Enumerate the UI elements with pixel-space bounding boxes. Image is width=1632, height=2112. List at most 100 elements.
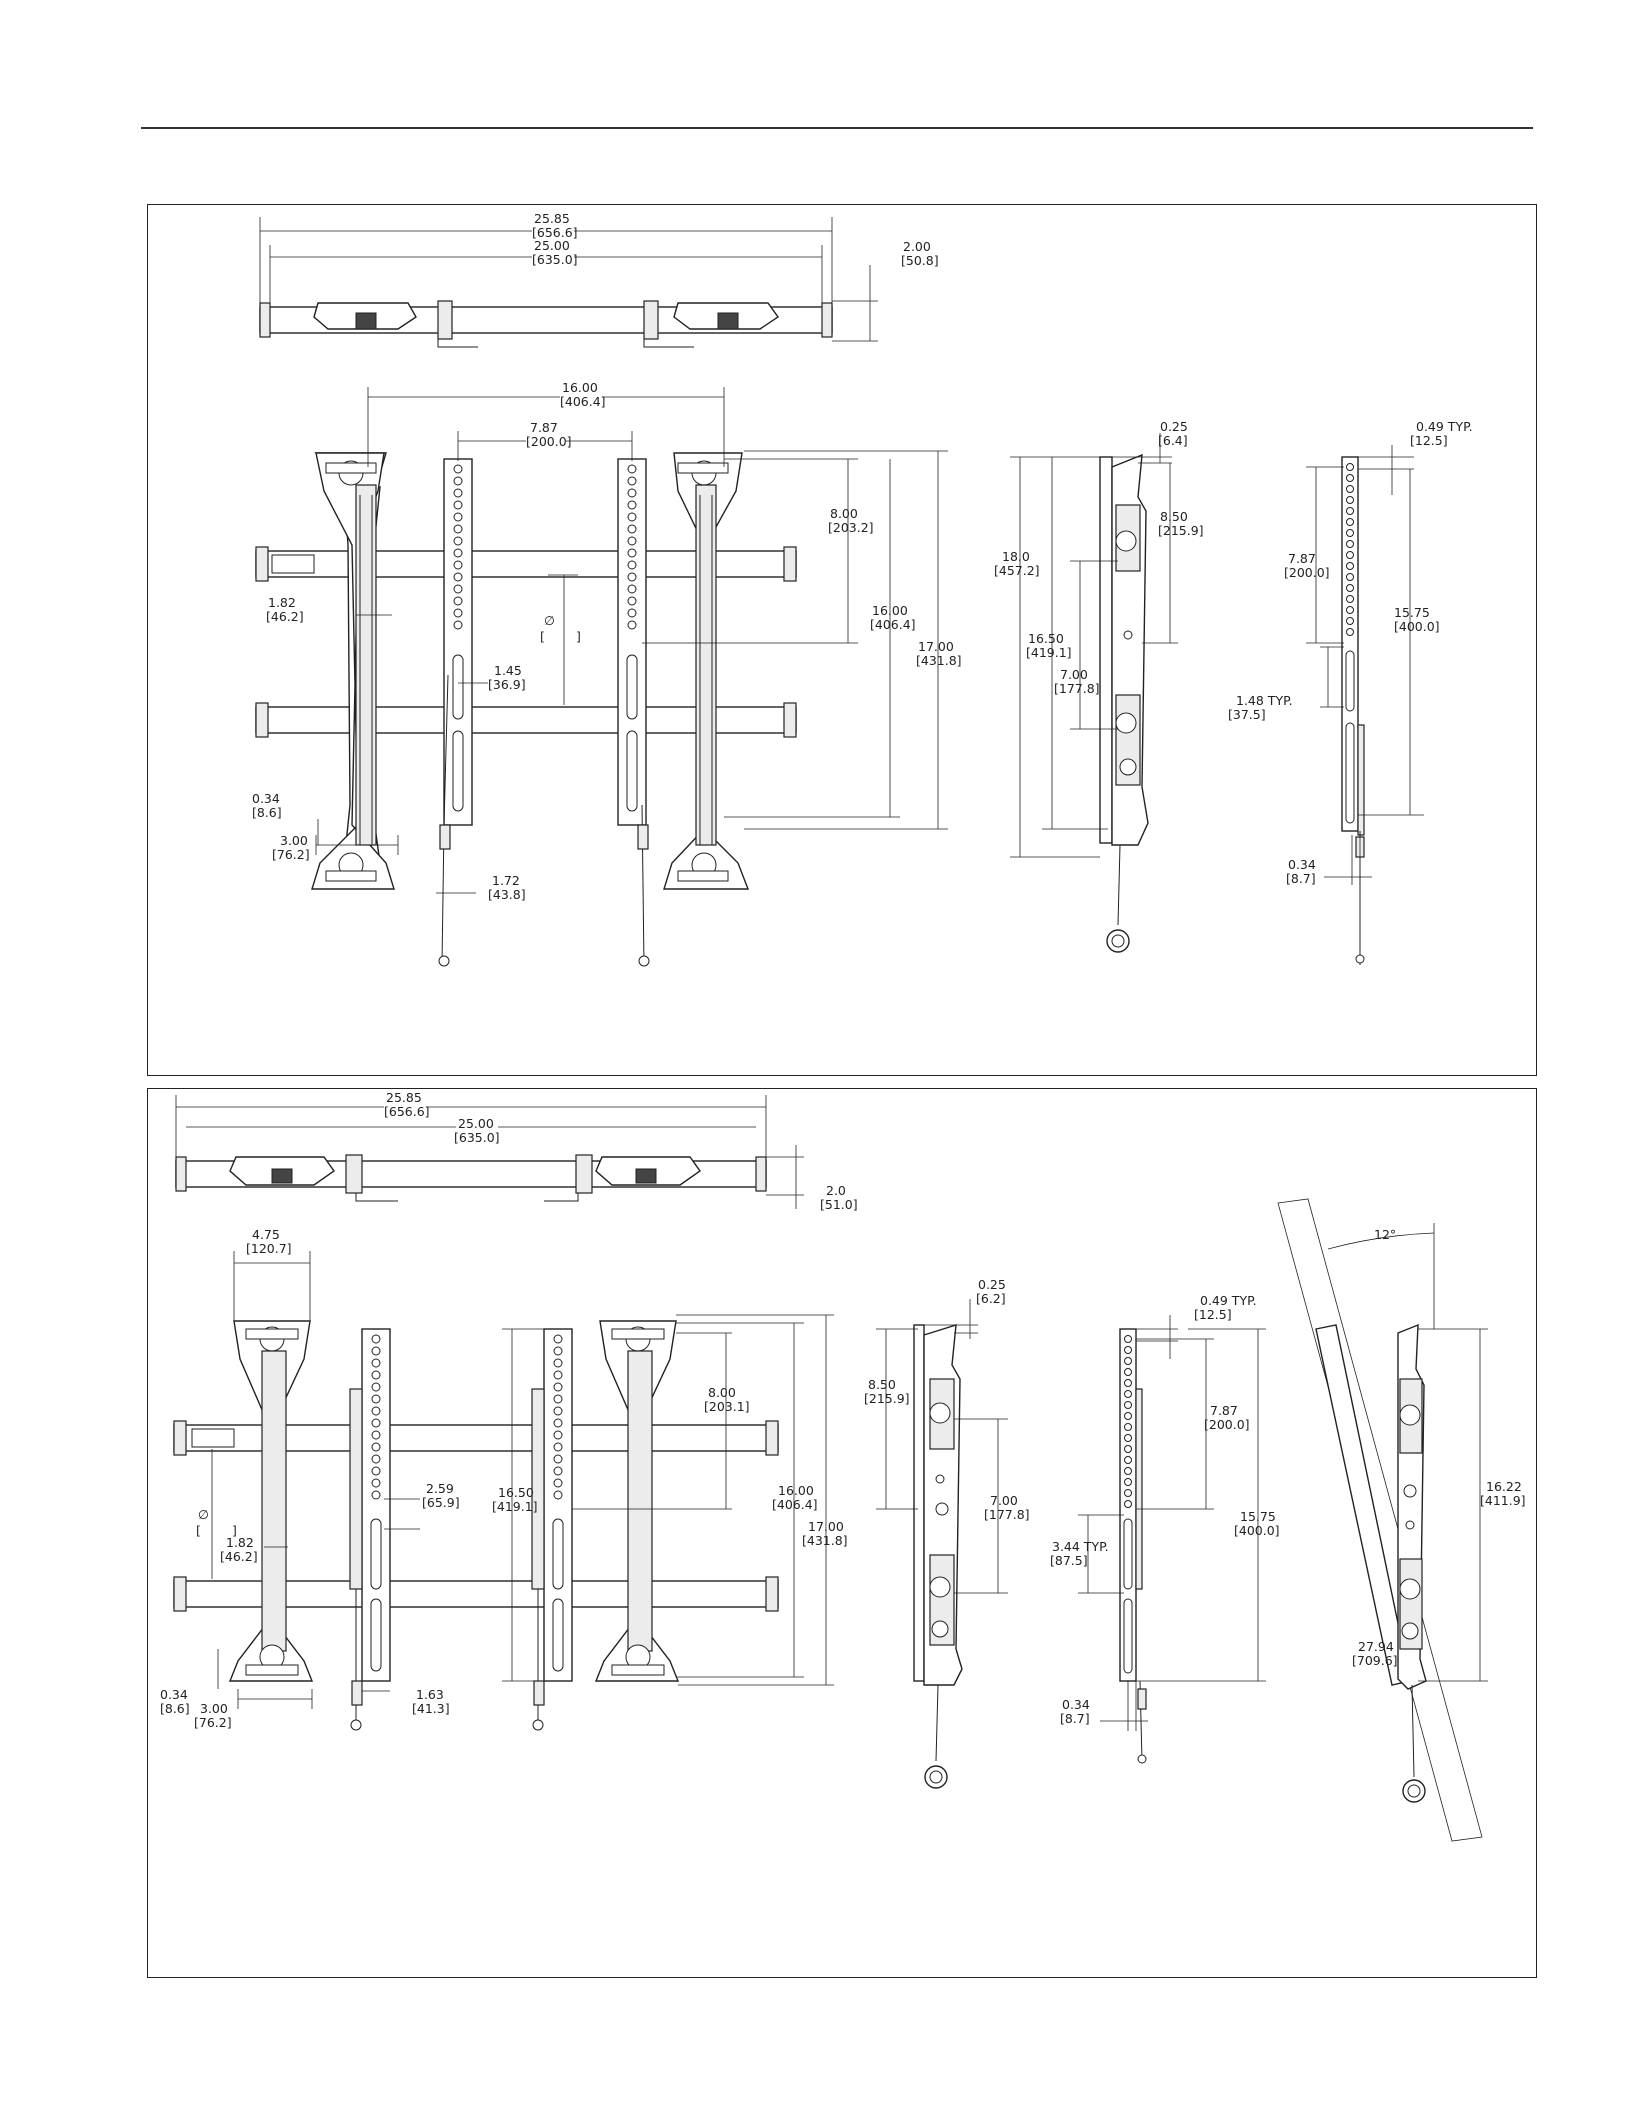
dim-overall-width-mm: [656.6] <box>532 225 578 240</box>
top-side-dims: 0.25 [6.4] 8.50 [215.9] 18.0 [457.2] 16.… <box>994 419 1204 858</box>
dim-col-top: 0.49 TYP. <box>1416 419 1473 434</box>
dim-side-lower: 7.00 <box>990 1493 1018 1508</box>
dim-side-mid: 16.50 <box>1028 631 1064 646</box>
dim-col-depth: 0.34 <box>1062 1697 1090 1712</box>
dim-col-slot-mm: [37.5] <box>1228 707 1266 722</box>
dim-tilt-height: 16.22 <box>1486 1479 1522 1494</box>
dim-depth: 2.00 <box>903 239 931 254</box>
bottom-side-dims: 0.25 [6.2] 8.50 [215.9] 7.00 [177.8] <box>864 1277 1030 1594</box>
dim-col-height: 15.75 <box>1240 1509 1276 1524</box>
bottom-front-view <box>173 1320 779 1731</box>
dim-tilt-height-mm: [411.9] <box>1480 1493 1526 1508</box>
bottom-tilt-view <box>1277 1198 1483 1842</box>
dim-foot-width-mm: [76.2] <box>272 847 310 862</box>
dim-half-height: 8.00 <box>708 1385 736 1400</box>
dia-bracket-open: [ <box>540 629 545 644</box>
dim-full-height-mm: [431.8] <box>916 653 962 668</box>
bottom-column-view <box>1119 1328 1147 1764</box>
dia-bracket-close: ] <box>232 1523 237 1538</box>
dim-column-height: 16.50 <box>498 1485 534 1500</box>
dim-hole: 1.45 <box>494 663 522 678</box>
dim-col-slot-mm: [87.5] <box>1050 1553 1088 1568</box>
dim-side-total: 18.0 <box>1002 549 1030 564</box>
dim-col-top-mm: [12.5] <box>1194 1307 1232 1322</box>
dim-tilt-angle: 12° <box>1374 1227 1396 1242</box>
dim-foot-width-mm: [76.2] <box>194 1715 232 1730</box>
dim-side-upper: 8.50 <box>868 1377 896 1392</box>
dim-side-total-mm: [457.2] <box>994 563 1040 578</box>
dim-bracket-spacing: 16.00 <box>562 380 598 395</box>
dim-foot-offset: 0.34 <box>252 791 280 806</box>
dim-mid-height-mm: [406.4] <box>772 1497 818 1512</box>
bottom-column-dims: 0.49 TYP. [12.5] 7.87 [200.0] 15.75 [400… <box>1050 1293 1280 1731</box>
dim-rail-width-mm: [635.0] <box>532 252 578 267</box>
dia-symbol: ∅ <box>198 1507 209 1522</box>
dim-foot-offset-mm: [8.6] <box>160 1701 190 1716</box>
dim-half-height-mm: [203.1] <box>704 1399 750 1414</box>
dim-rail-width: 25.00 <box>534 238 570 253</box>
bottom-drawing-panel: 25.85 [656.6] 25.00 [635.0] 2.0 [51.0] <box>147 1088 1537 1978</box>
dim-col-slot: 1.48 TYP. <box>1236 693 1293 708</box>
dim-full-height: 17.00 <box>918 639 954 654</box>
dim-slot-mm: [65.9] <box>422 1495 460 1510</box>
top-drawing: 25.85 [656.6] 25.00 [635.0] 2.00 [50.8] <box>252 211 1473 967</box>
dim-column-width: 1.72 <box>492 873 520 888</box>
bottom-plan-dims: 25.85 [656.6] 25.00 [635.0] 2.0 [51.0] <box>175 1090 858 1212</box>
bottom-plan-view <box>175 1154 767 1202</box>
dim-arm-width: 1.82 <box>226 1535 254 1550</box>
dim-col-height: 15.75 <box>1394 605 1430 620</box>
dim-side-lower-mm: [177.8] <box>984 1507 1030 1522</box>
dim-side-lower-mm: [177.8] <box>1054 681 1100 696</box>
dim-col-height-mm: [400.0] <box>1394 619 1440 634</box>
dia-symbol: ∅ <box>544 613 555 628</box>
dim-col-spacing: 7.87 <box>1288 551 1316 566</box>
dim-depth-mm: [51.0] <box>820 1197 858 1212</box>
bottom-tilt-dims: 12° 16.22 [411.9] 27.94 [709.6] <box>1327 1223 1526 1682</box>
dim-col-spacing-mm: [200.0] <box>1284 565 1330 580</box>
dim-half-height: 8.00 <box>830 506 858 521</box>
dim-hole-mm: [36.9] <box>488 677 526 692</box>
bottom-drawing: 25.85 [656.6] 25.00 [635.0] 2.0 [51.0] <box>160 1090 1526 1842</box>
top-column-view <box>1341 456 1365 965</box>
dia-bracket-close: ] <box>576 629 581 644</box>
top-plan-view <box>259 300 833 348</box>
dim-side-mid-mm: [419.1] <box>1026 645 1072 660</box>
dim-slot: 2.59 <box>426 1481 454 1496</box>
dim-foot-width: 3.00 <box>280 833 308 848</box>
dim-rail-width: 25.00 <box>458 1116 494 1131</box>
dim-col-top-mm: [12.5] <box>1410 433 1448 448</box>
top-plan-dims: 25.85 [656.6] 25.00 [635.0] 2.00 [50.8] <box>259 211 939 342</box>
dim-col-depth: 0.34 <box>1288 857 1316 872</box>
top-drawing-panel: 25.85 [656.6] 25.00 [635.0] 2.00 [50.8] <box>147 204 1537 1076</box>
dim-full-height-mm: [431.8] <box>802 1533 848 1548</box>
dim-tilt-length-mm: [709.6] <box>1352 1653 1398 1668</box>
dim-side-top-mm: [6.4] <box>1158 433 1188 448</box>
dim-col-spacing: 7.87 <box>1210 1403 1238 1418</box>
dim-column-spacing: 7.87 <box>530 420 558 435</box>
dim-half-height-mm: [203.2] <box>828 520 874 535</box>
dim-foot-offset: 0.34 <box>160 1687 188 1702</box>
dim-side-upper: 8.50 <box>1160 509 1188 524</box>
dim-arm-width-mm: [46.2] <box>266 609 304 624</box>
bottom-front-dims: 4.75 [120.7] ∅ [ ] 1.82 [46.2] 2.59 [65.… <box>160 1227 848 1730</box>
dim-column-width: 1.63 <box>416 1687 444 1702</box>
dim-bracket-spacing-mm: [406.4] <box>560 394 606 409</box>
dim-foot-offset-mm: [8.6] <box>252 805 282 820</box>
dim-arm-width: 1.82 <box>268 595 296 610</box>
dim-depth-mm: [50.8] <box>901 253 939 268</box>
dim-mid-height: 16.00 <box>872 603 908 618</box>
bottom-side-view <box>913 1324 963 1789</box>
dim-side-top-mm: [6.2] <box>976 1291 1006 1306</box>
dim-head-width: 4.75 <box>252 1227 280 1242</box>
dim-column-width-mm: [43.8] <box>488 887 526 902</box>
dim-overall-width: 25.85 <box>534 211 570 226</box>
top-front-view <box>255 452 797 967</box>
dia-bracket-open: [ <box>196 1523 201 1538</box>
dim-rail-width-mm: [635.0] <box>454 1130 500 1145</box>
top-side-view <box>1099 453 1149 953</box>
dim-column-height-mm: [419.1] <box>492 1499 538 1514</box>
dim-col-top: 0.49 TYP. <box>1200 1293 1257 1308</box>
dim-mid-height: 16.00 <box>778 1483 814 1498</box>
dim-arm-width-mm: [46.2] <box>220 1549 258 1564</box>
top-column-dims: 0.49 TYP. [12.5] 7.87 [200.0] 15.75 [400… <box>1228 419 1473 886</box>
